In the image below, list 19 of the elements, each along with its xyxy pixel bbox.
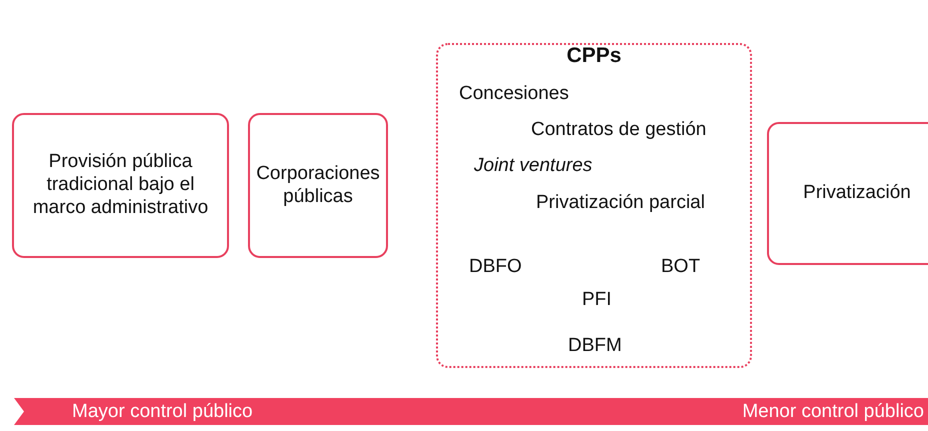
item-label: DBFM	[568, 335, 622, 358]
scale-arrow-bar	[14, 398, 928, 425]
item-label: DBFO	[469, 256, 522, 279]
category-box	[767, 122, 928, 265]
dotted-group-box	[436, 43, 752, 368]
box-label: Privatización	[803, 182, 911, 205]
category-box	[248, 113, 388, 258]
group-title: CPPs	[566, 43, 622, 68]
item-label: Joint ventures	[474, 155, 592, 178]
item-label: PFI	[582, 289, 612, 312]
category-box	[12, 113, 229, 258]
scale-label: Mayor control público	[72, 401, 253, 424]
box-label: Corporaciones públicas	[255, 162, 381, 208]
item-label: BOT	[661, 256, 700, 279]
item-label: Concesiones	[459, 83, 569, 106]
scale-label: Menor control público	[742, 401, 924, 424]
item-label: Privatización parcial	[536, 192, 705, 215]
box-label: Provisión pública tradicional bajo el marco administrativo	[32, 151, 210, 220]
item-label: Contratos de gestión	[531, 119, 706, 142]
